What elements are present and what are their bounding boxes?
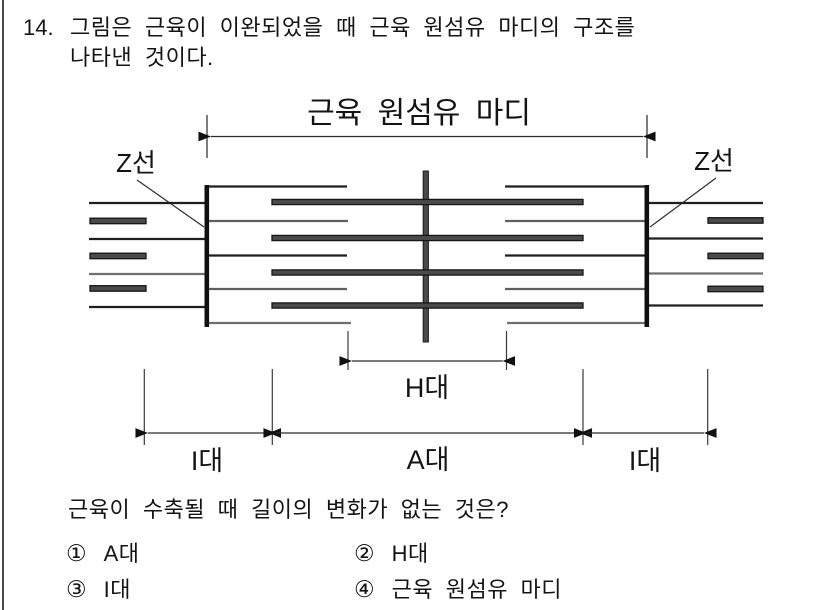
option-1-label: A대 (103, 541, 140, 566)
h-zone-label: H대 (405, 373, 449, 403)
diagram-title: 근육 원섬유 마디 (307, 97, 531, 130)
option-2-marker: ② (354, 540, 375, 566)
question-prompt: 근육이 수축될 때 길이의 변화가 없는 것은? (68, 497, 509, 522)
top-dimension-arrow (198, 115, 656, 158)
answer-option-4[interactable]: ④ 근육 원섬유 마디 (354, 576, 562, 603)
option-3-marker: ③ (66, 576, 87, 602)
i-band-label-right: I대 (629, 446, 661, 476)
m-line (422, 170, 429, 343)
z-line-label-right: Z선 (694, 146, 734, 176)
option-4-marker: ④ (354, 576, 375, 602)
column-divider-line (2, 0, 4, 610)
option-1-marker: ① (66, 540, 87, 566)
myosin-filaments (271, 198, 584, 309)
i-band-label-left: I대 (191, 446, 223, 476)
outside-filaments-right (649, 201, 764, 307)
option-4-label: 근육 원섬유 마디 (391, 577, 563, 602)
question-text-line1: 그림은 근육이 이완되었을 때 근육 원섬유 마디의 구조를 (70, 15, 636, 40)
answer-option-3[interactable]: ③ I대 (66, 576, 131, 603)
actin-filaments (209, 185, 645, 325)
option-3-label: I대 (103, 577, 131, 602)
z-line-label-left: Z선 (116, 148, 156, 178)
outside-filaments-left (89, 201, 205, 309)
option-2-label: H대 (391, 541, 429, 566)
question-text-line2: 나타낸 것이다. (70, 45, 214, 70)
bottom-dimension-lines (135, 369, 717, 445)
answer-option-2[interactable]: ② H대 (354, 540, 429, 567)
h-zone-dimension (339, 331, 516, 370)
z-lines (204, 185, 650, 327)
answer-option-1[interactable]: ① A대 (66, 540, 140, 567)
question-number: 14. (23, 15, 54, 40)
a-band-label: A대 (407, 445, 450, 475)
